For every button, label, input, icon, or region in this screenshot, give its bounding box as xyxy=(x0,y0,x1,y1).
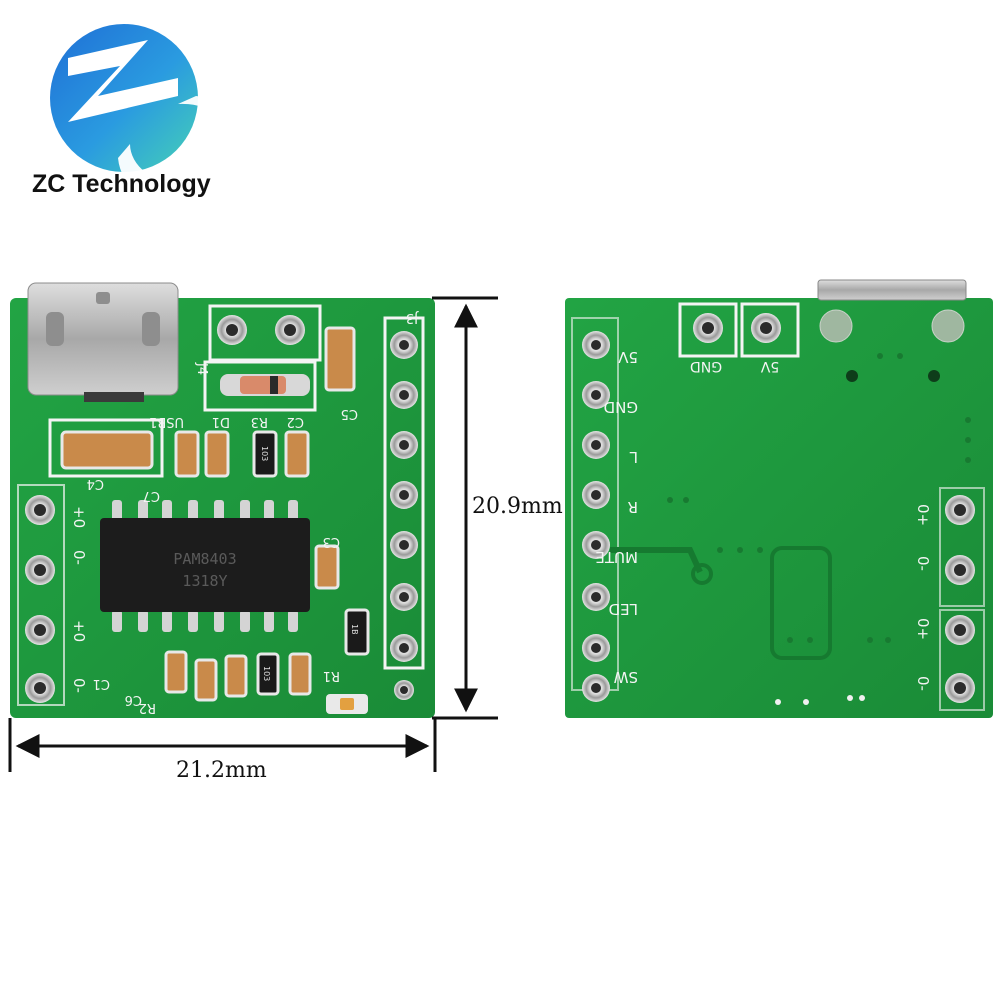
back-pin-label-mute: MUTE xyxy=(595,548,638,566)
back-pin-label-r: R xyxy=(628,498,638,516)
back-speaker-label-3: 0+ xyxy=(914,618,932,640)
amplifier-chip xyxy=(100,518,310,612)
label-c6: C6 xyxy=(125,692,142,707)
label-j3: J3 xyxy=(406,310,419,325)
label-103: 103 xyxy=(260,446,269,461)
chip-pins xyxy=(112,500,298,632)
label-103b: 103 xyxy=(262,666,271,681)
label-c7: C7 xyxy=(143,488,160,503)
brand-logo: ZC Technology xyxy=(28,18,258,218)
smd-components-bottom xyxy=(164,650,312,702)
brand-name: ZC Technology xyxy=(32,170,211,198)
smd-components-top xyxy=(174,430,310,478)
chip-label-line1: PAM8403 xyxy=(173,550,236,568)
back-pin-label-5v: 5V xyxy=(617,348,638,366)
back-pin-label-led: LED xyxy=(609,600,638,618)
label-r2: R2 xyxy=(139,700,156,715)
label-c3: C3 xyxy=(323,534,340,549)
front-board: PAM8403 1318Y J4 USB1 D1 R3 C2 C5 J3 C3 … xyxy=(10,282,435,718)
back-speaker-label-1: 0+ xyxy=(914,504,932,526)
back-speaker-pads xyxy=(939,487,985,711)
front-speaker-label-4: 0- xyxy=(70,678,88,693)
back-pin-label-gnd: GND xyxy=(604,398,638,416)
label-1b: 1B xyxy=(350,624,359,635)
back-top-label-gnd: GND xyxy=(690,358,722,374)
front-speaker-pads xyxy=(25,495,55,703)
label-d1: D1 xyxy=(212,414,230,429)
height-dimension-label: 20.9mm xyxy=(472,494,563,519)
label-r3: R3 xyxy=(251,414,268,429)
micro-usb-connector xyxy=(27,282,179,402)
chip-label-line2: 1318Y xyxy=(182,572,227,590)
label-c5: C5 xyxy=(341,406,358,421)
back-board: 5V GND L R MUTE LED SW GND 5V 0+ 0- 0+ 0… xyxy=(565,279,993,718)
front-speaker-label-3: +0 xyxy=(70,620,88,642)
back-speaker-label-2: 0- xyxy=(914,556,932,571)
back-pin-label-sw: SW xyxy=(613,668,638,686)
back-top-label-5v: 5V xyxy=(760,358,779,374)
back-speaker-label-4: 0- xyxy=(914,676,932,691)
label-c1: C1 xyxy=(93,676,110,691)
front-speaker-label-2: 0- xyxy=(70,550,88,565)
label-r1: R1 xyxy=(323,668,340,683)
front-header-pads xyxy=(390,331,418,700)
width-dimension-label: 21.2mm xyxy=(176,758,267,783)
label-c2: C2 xyxy=(287,414,304,429)
back-header-pads xyxy=(582,331,610,702)
front-speaker-label-1: +0 xyxy=(70,506,88,528)
label-j4: J4 xyxy=(194,362,209,375)
dimension-lines xyxy=(8,296,498,772)
label-usb1: USB1 xyxy=(149,414,184,429)
label-c4: C4 xyxy=(87,476,104,491)
back-pin-label-l: L xyxy=(629,448,638,466)
